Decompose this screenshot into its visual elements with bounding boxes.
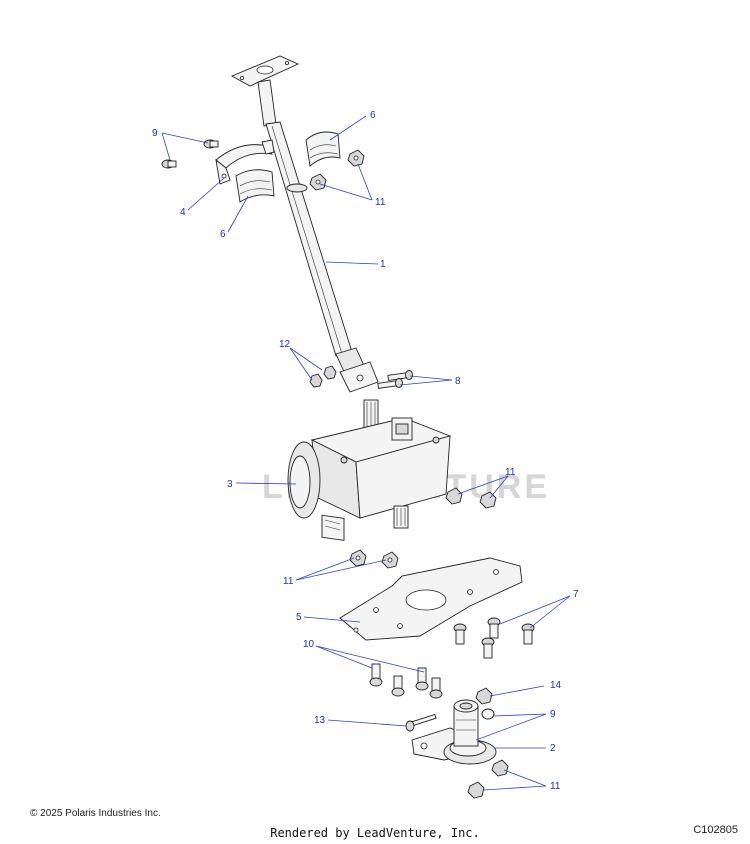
steering-gearbox bbox=[287, 399, 452, 541]
callout-1[interactable]: 1 bbox=[380, 259, 386, 270]
callout-11-plate[interactable]: 11 bbox=[283, 576, 294, 587]
nut-11-upper-a bbox=[347, 149, 365, 167]
callout-9-upper[interactable]: 9 bbox=[152, 128, 158, 139]
callout-12[interactable]: 12 bbox=[279, 339, 291, 350]
steering-shaft bbox=[230, 55, 379, 393]
callout-11-gearbox[interactable]: 11 bbox=[505, 467, 516, 478]
bolt-7-c bbox=[481, 637, 495, 659]
bolt-10-b bbox=[391, 675, 405, 697]
bushing-upper bbox=[305, 131, 341, 167]
screw-9-left bbox=[161, 159, 177, 169]
leader-lines bbox=[161, 115, 571, 791]
callout-10[interactable]: 10 bbox=[303, 639, 315, 650]
bolt-10-d bbox=[429, 677, 443, 699]
nut-11-plate-a bbox=[349, 549, 367, 567]
nut-12-a bbox=[323, 365, 337, 380]
callout-8[interactable]: 8 bbox=[455, 376, 461, 387]
figure-id: C102805 bbox=[693, 824, 738, 836]
nut-12-b bbox=[309, 373, 323, 388]
callout-5[interactable]: 5 bbox=[296, 612, 302, 623]
copyright-text: © 2025 Polaris Industries Inc. bbox=[30, 808, 161, 819]
nut-11-gearbox-a bbox=[445, 487, 463, 505]
nut-11-plate-b bbox=[381, 551, 399, 569]
callout-11-bottom[interactable]: 11 bbox=[550, 781, 561, 792]
callout-14[interactable]: 14 bbox=[550, 680, 562, 691]
callout-6-upper[interactable]: 6 bbox=[370, 110, 376, 121]
callout-6-lower[interactable]: 6 bbox=[220, 229, 226, 240]
rendered-by-text: Rendered by LeadVenture, Inc. bbox=[270, 826, 480, 840]
bushing-lower bbox=[235, 169, 275, 203]
callout-2[interactable]: 2 bbox=[550, 743, 556, 754]
nut-11-bottom-b bbox=[467, 781, 485, 799]
callout-11-upper[interactable]: 11 bbox=[375, 197, 386, 208]
pin-9-a bbox=[481, 708, 495, 720]
callout-4[interactable]: 4 bbox=[180, 207, 186, 218]
bolt-7-a bbox=[453, 623, 467, 645]
callout-3[interactable]: 3 bbox=[227, 479, 233, 490]
nut-11-bottom-a bbox=[491, 759, 509, 777]
bolt-7-b bbox=[487, 617, 501, 639]
bolt-8-b bbox=[377, 378, 403, 389]
screw-9-upper bbox=[203, 139, 219, 149]
nut-11-upper-b bbox=[309, 173, 327, 191]
nut-14 bbox=[475, 687, 493, 705]
bolt-13 bbox=[405, 713, 437, 732]
clamp-bracket bbox=[215, 139, 275, 185]
callout-7[interactable]: 7 bbox=[573, 589, 579, 600]
mounting-plate bbox=[339, 557, 523, 641]
sensor-assembly bbox=[411, 699, 497, 765]
callout-13[interactable]: 13 bbox=[314, 715, 326, 726]
bolt-10-c bbox=[415, 667, 429, 691]
bolt-7-d bbox=[521, 623, 535, 645]
bolt-10-a bbox=[369, 663, 383, 687]
callout-9-lower[interactable]: 9 bbox=[550, 709, 556, 720]
callout-numbers: 9 4 6 6 11 1 12 8 3 11 11 5 7 10 14 13 9… bbox=[152, 110, 579, 792]
